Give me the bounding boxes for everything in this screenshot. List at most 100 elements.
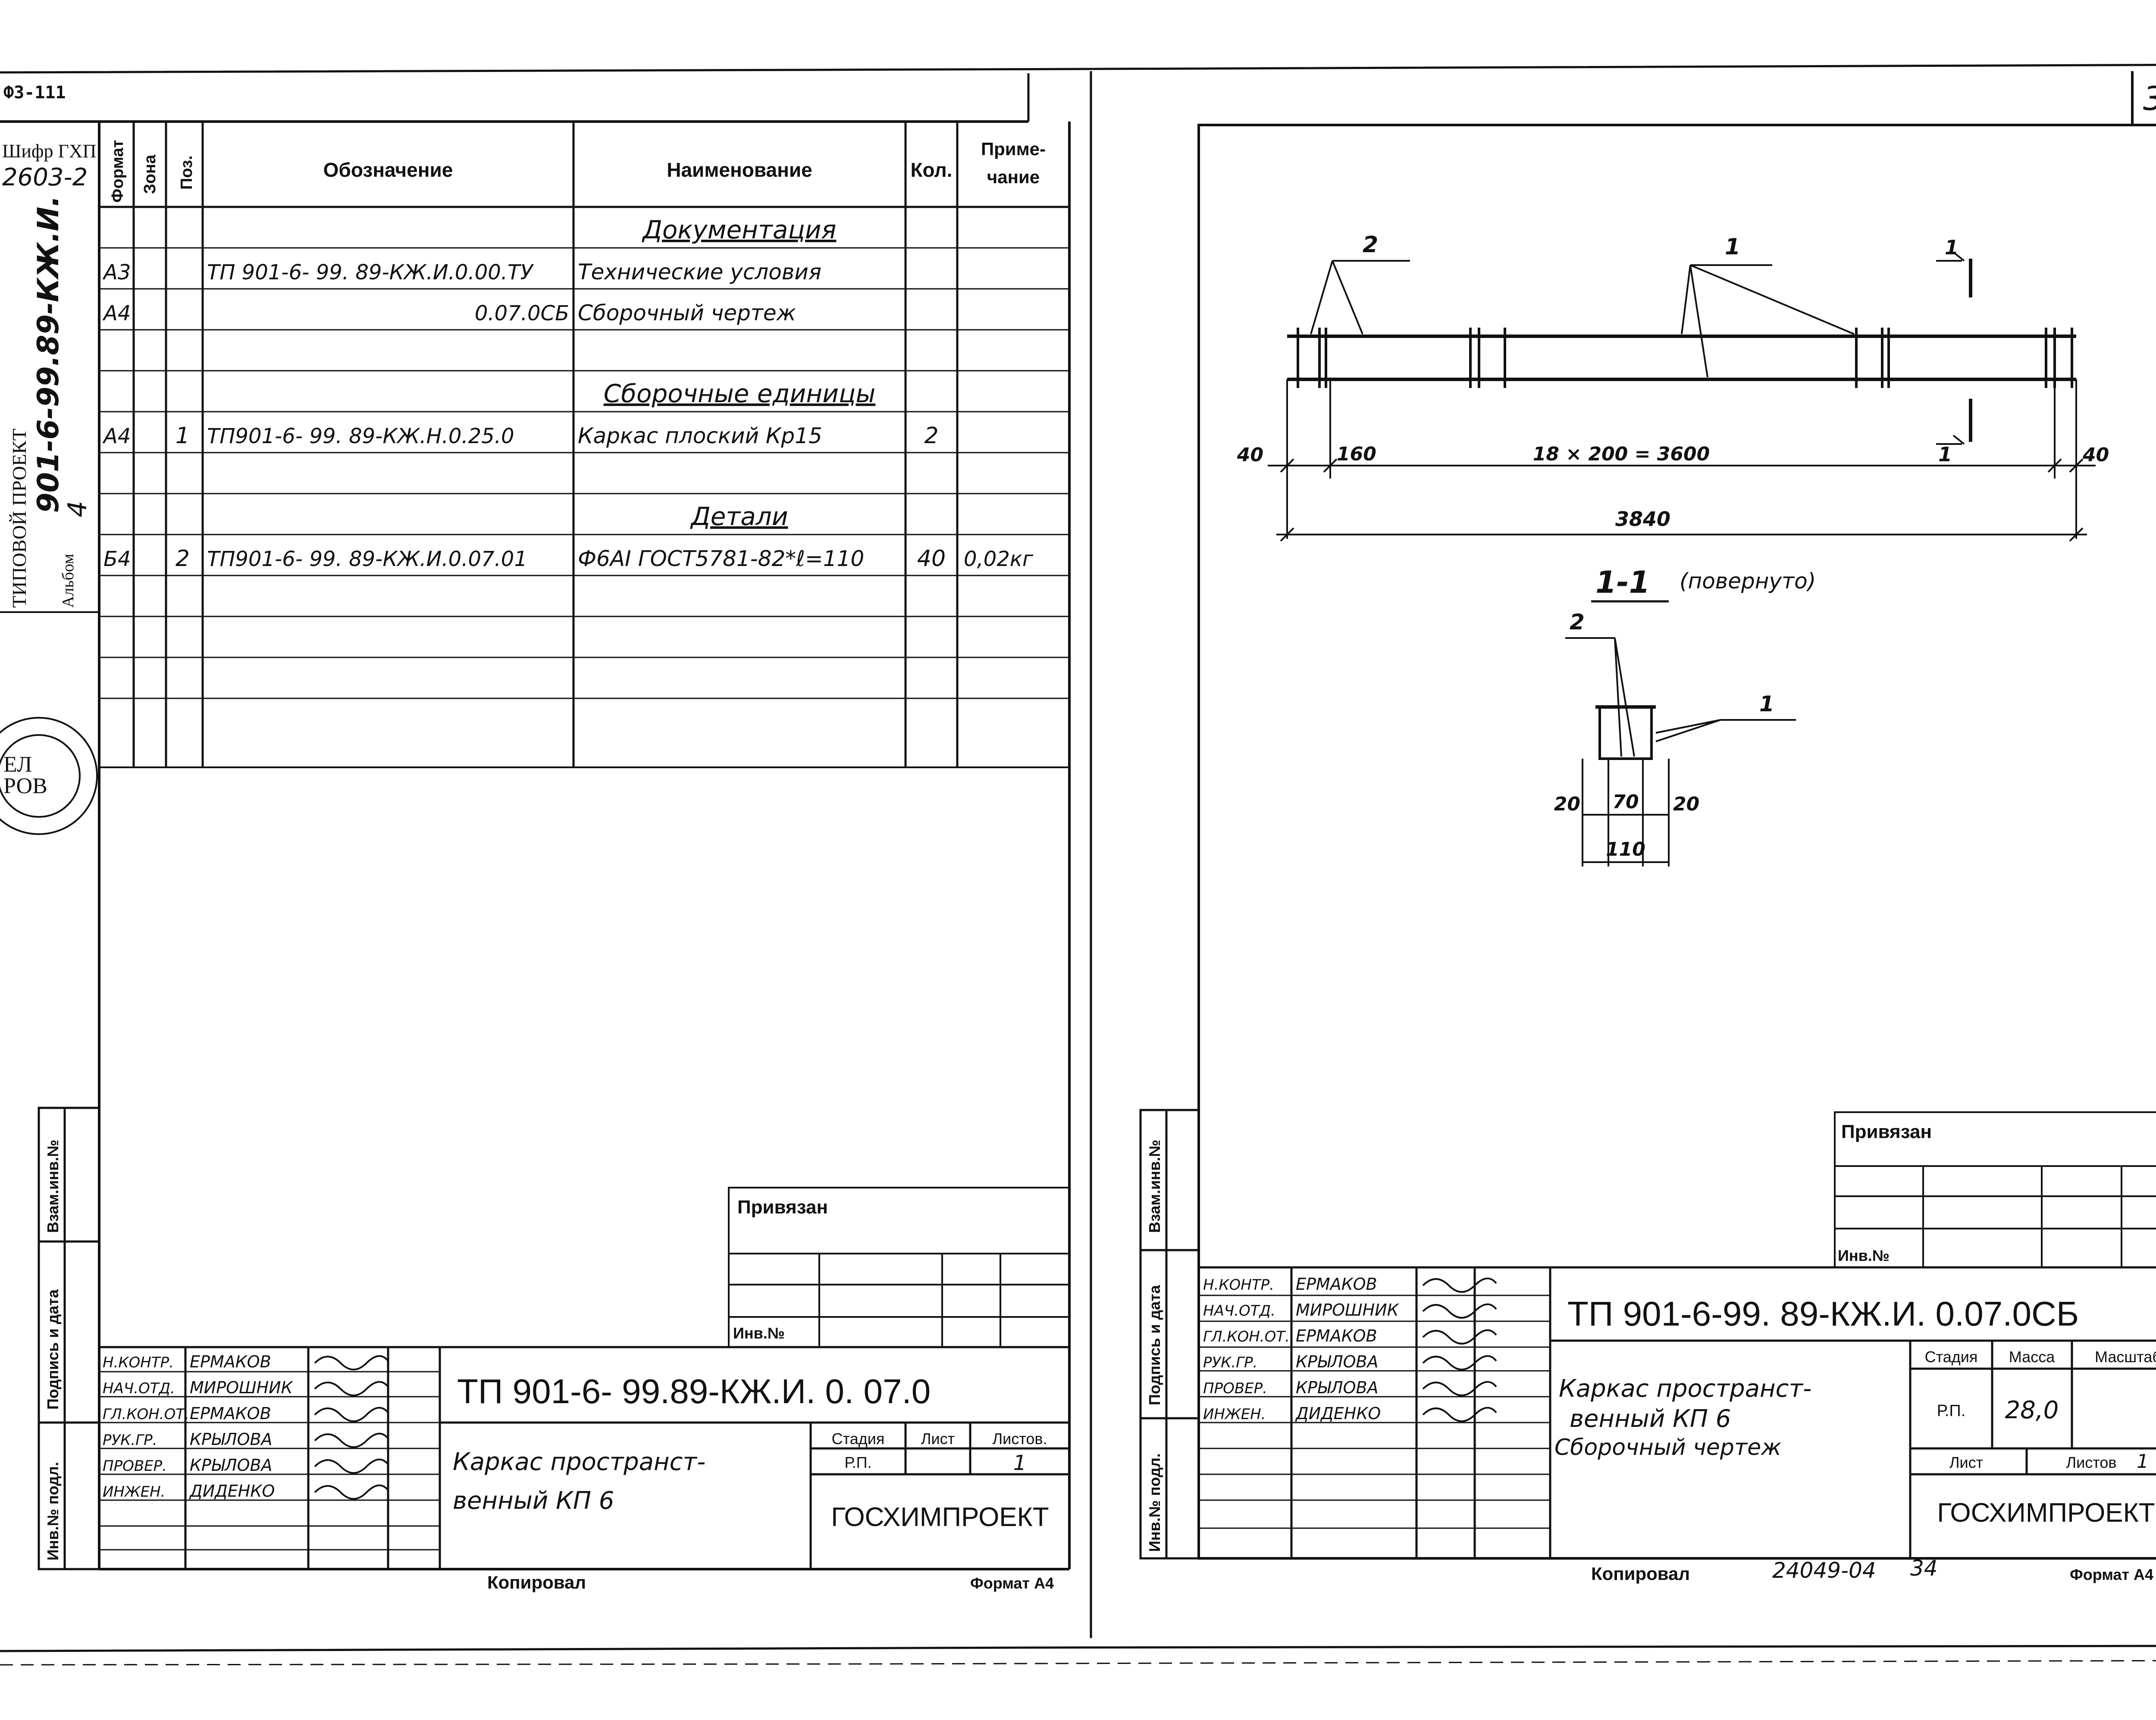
stamp-text: ЕЛ bbox=[3, 752, 32, 777]
cipher-value: 2603-2 bbox=[2, 163, 88, 191]
header-note: Приме-чание bbox=[981, 139, 1046, 187]
leader-label-1: 1 bbox=[1725, 234, 1740, 260]
header-name: Наименование bbox=[667, 159, 812, 181]
right-title-block: ТП 901-6-99. 89-КЖ.И. 0.07.0СБ Каркас пр… bbox=[1199, 1266, 2156, 1558]
left-sheets-value: 1 bbox=[1013, 1451, 1027, 1475]
signature-mark bbox=[1422, 1329, 1497, 1345]
spec-cell-quantity: 40 bbox=[917, 546, 946, 572]
signature-mark bbox=[1422, 1277, 1497, 1293]
signature-mark bbox=[1422, 1303, 1497, 1319]
right-sheets-value: 1 bbox=[2137, 1451, 2149, 1473]
left-name-line1: Каркас пространст- bbox=[453, 1448, 705, 1476]
signatory-role: ГЛ.КОН.ОТ. bbox=[1203, 1328, 1290, 1345]
dim-span: 18 × 200 = 3600 bbox=[1533, 443, 1710, 465]
left-side-stamp: Взам.инв.№ Подпись и дата Инв.№ подл. bbox=[38, 1107, 100, 1570]
right-footer-page: 34 bbox=[1910, 1556, 1938, 1581]
signature-mark bbox=[314, 1458, 389, 1474]
left-sheet: ФЗ-111 Шифр ГХП 2603-2 ТИПОВОЙ ПРОЕКТ 90… bbox=[0, 73, 1071, 1592]
right-bound-block: Привязан Инв.№ bbox=[1834, 1111, 2156, 1268]
section-dim-20-left: 20 bbox=[1554, 793, 1580, 815]
signatory-role: ИНЖЕН. bbox=[1203, 1406, 1266, 1423]
left-footer-format: Формат А4 bbox=[970, 1574, 1054, 1592]
signatory-name: МИРОШНИК bbox=[1296, 1301, 1400, 1320]
section-label-2: 2 bbox=[1570, 610, 1585, 635]
signatory-name: КРЫЛОВА bbox=[1296, 1378, 1379, 1397]
spec-cell-name: Технические условия bbox=[578, 260, 821, 285]
right-side-stamp-original: Инв.№ подл. bbox=[1146, 1453, 1163, 1552]
section-view: 1-1 (повернуто) 2 1 bbox=[1554, 565, 1816, 866]
signature-mark bbox=[314, 1407, 389, 1422]
right-sheet-label: Лист bbox=[1949, 1454, 1983, 1471]
right-name-line3: Сборочный чертеж bbox=[1554, 1435, 1781, 1460]
spec-row-lines bbox=[99, 247, 1069, 699]
album-number: 4 bbox=[63, 501, 93, 517]
section-dim-110: 110 bbox=[1606, 838, 1645, 860]
section-dim-70: 70 bbox=[1612, 791, 1639, 813]
right-stage-value: Р.П. bbox=[1937, 1402, 1966, 1420]
signatory-role: Н.КОНТР. bbox=[103, 1354, 174, 1371]
dim-total: 3840 bbox=[1615, 507, 1670, 531]
spec-cell-note: 0,02кг bbox=[964, 547, 1034, 571]
right-footer-copied: Копировал bbox=[1591, 1564, 1690, 1584]
frame-elevation: 2 1 1 1 40 160 18 × 200 = 3600 bbox=[1237, 232, 2109, 542]
right-bound-label: Привязан bbox=[1841, 1121, 1932, 1142]
left-designation: ТП 901-6- 99.89-КЖ.И. 0. 07.0 bbox=[457, 1372, 931, 1410]
signatory-role: РУК.ГР. bbox=[103, 1432, 157, 1449]
signatory-name: ДИДЕНКО bbox=[1295, 1404, 1381, 1423]
signature-mark bbox=[314, 1484, 389, 1500]
section-mark-bottom: 1 bbox=[1938, 443, 1952, 466]
spec-header: Формат Зона Поз. Обозначение Наименовани… bbox=[109, 139, 1046, 203]
spec-cell-name: Каркас плоский Кр15 bbox=[578, 423, 822, 448]
section-title: 1-1 bbox=[1595, 565, 1650, 600]
section-note: (повернуто) bbox=[1680, 569, 1816, 594]
spec-cell-name: Ф6АI ГОСТ5781-82*ℓ=110 bbox=[578, 546, 864, 571]
right-inv-label: Инв.№ bbox=[1838, 1247, 1890, 1264]
spec-cell-format: А3 bbox=[102, 260, 131, 285]
signature-mark bbox=[1422, 1407, 1497, 1422]
section-mark-top: 1 bbox=[1945, 236, 1959, 259]
right-organization: ГОСХИМПРОЕКТ bbox=[1937, 1498, 2155, 1528]
left-signatories: Н.КОНТР.ЕРМАКОВНАЧ.ОТД.МИРОШНИКГЛ.КОН.ОТ… bbox=[103, 1352, 389, 1501]
signatory-role: ПРОВЕР. bbox=[1203, 1380, 1267, 1397]
signatory-name: ЕРМАКОВ bbox=[190, 1352, 271, 1371]
right-side-stamp-signature: Подпись и дата bbox=[1146, 1285, 1163, 1405]
inv-label: Инв.№ bbox=[733, 1324, 785, 1342]
leader-label-2: 2 bbox=[1363, 232, 1378, 258]
right-frame bbox=[1197, 71, 2156, 1560]
left-organization: ГОСХИМПРОЕКТ bbox=[831, 1502, 1049, 1532]
spec-cell-designation: ТП 901-6- 99. 89-КЖ.И.0.00.ТУ bbox=[207, 260, 534, 285]
header-quantity: Кол. bbox=[910, 159, 952, 181]
signatory-name: КРЫЛОВА bbox=[190, 1456, 273, 1475]
spec-cell-designation: ТП901-6- 99. 89-КЖ.Н.0.25.0 bbox=[207, 424, 514, 448]
header-format: Формат bbox=[109, 140, 127, 203]
spec-section-title: Детали bbox=[689, 502, 788, 531]
signatory-role: НАЧ.ОТД. bbox=[103, 1380, 175, 1397]
sheet-number: 33 bbox=[2143, 79, 2156, 118]
spec-section-title: Сборочные единицы bbox=[604, 379, 876, 408]
side-stamp-replacement: Взам.инв.№ bbox=[44, 1140, 62, 1233]
left-footer-copied: Копировал bbox=[487, 1572, 586, 1592]
right-footer-format: Формат А4 bbox=[2070, 1566, 2153, 1583]
dim-160: 160 bbox=[1337, 443, 1376, 465]
left-stage-label: Стадия bbox=[832, 1430, 885, 1448]
signature-mark bbox=[1422, 1355, 1497, 1370]
signature-mark bbox=[1422, 1381, 1497, 1396]
signatory-name: ЕРМАКОВ bbox=[190, 1404, 271, 1423]
project-number: 901-6-99.89-КЖ.И. bbox=[31, 196, 66, 513]
left-bound-block: Привязан Инв.№ bbox=[728, 1187, 1070, 1348]
right-scale-label: Масштаб bbox=[2095, 1348, 2156, 1366]
spec-cell-designation: 0.07.0СБ bbox=[475, 301, 569, 325]
page-edge-lines bbox=[0, 64, 2156, 1666]
right-footer-code: 24049-04 bbox=[1772, 1558, 1876, 1583]
spec-table-grid bbox=[99, 122, 1069, 768]
left-stage-value: Р.П. bbox=[844, 1454, 871, 1471]
spec-cell-designation: ТП901-6- 99. 89-КЖ.И.0.07.01 bbox=[207, 547, 527, 571]
side-stamp-original: Инв.№ подл. bbox=[44, 1462, 62, 1561]
svg-text:РОВ: РОВ bbox=[3, 774, 47, 798]
left-side-block: Шифр ГХП 2603-2 ТИПОВОЙ ПРОЕКТ 901-6-99.… bbox=[0, 141, 99, 613]
header-position: Поз. bbox=[178, 156, 196, 190]
right-stage-label: Стадия bbox=[1925, 1348, 1978, 1366]
signature-mark bbox=[314, 1432, 389, 1448]
